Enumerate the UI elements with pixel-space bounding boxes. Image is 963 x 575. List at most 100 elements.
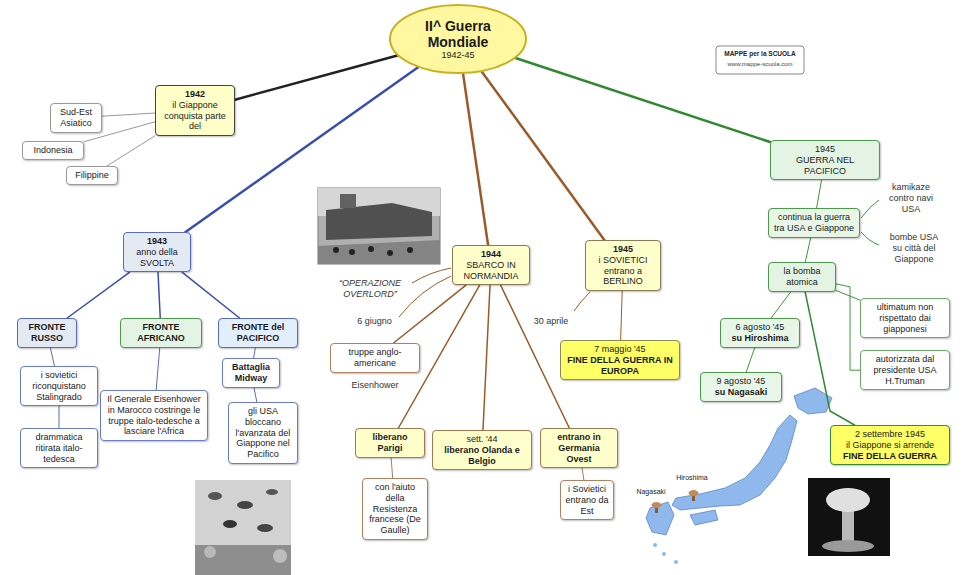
- connector: [391, 458, 393, 478]
- parachute: [208, 492, 222, 500]
- concept-box: 1943anno della SVOLTA: [123, 232, 191, 272]
- concept-box: truppe anglo-americane: [330, 343, 420, 373]
- soldier: [333, 247, 339, 253]
- island: [646, 502, 674, 535]
- concept-box: 1944SBARCO IN NORMANDIA: [452, 245, 530, 285]
- photo-frame: [318, 188, 440, 264]
- concept-box: 1945i SOVIETICI entrano a BERLINO: [585, 240, 661, 291]
- node-text: anno della SVOLTA: [128, 247, 186, 269]
- connector: [107, 136, 155, 166]
- node-text: liberano Olanda e Belgio: [437, 445, 527, 467]
- island: [674, 560, 678, 564]
- concept-box: la bomba atomica: [768, 262, 836, 292]
- connector: [156, 348, 160, 390]
- concept-box: FRONTE del PACIFICO: [218, 318, 298, 348]
- beach: [318, 240, 440, 264]
- node-text: 9 agosto '45: [705, 376, 777, 387]
- concept-box: Battaglia Midway: [222, 358, 280, 388]
- concept-box: con l'aiuto della Resistenza francese (D…: [362, 478, 428, 540]
- note-label: kamikaze contro navi USA: [884, 182, 938, 214]
- concept-box: entrano in Germania Ovest: [540, 428, 618, 468]
- leader-line: [412, 268, 451, 283]
- cloud-base: [822, 540, 874, 552]
- soldier: [407, 247, 413, 253]
- note-label: “OPERAZIONE OVERLORD”: [330, 278, 410, 300]
- node-text: Sud-Est Asiatico: [55, 107, 97, 129]
- connector: [771, 292, 791, 318]
- landing-craft: [326, 203, 432, 240]
- node-text: 1942: [160, 89, 230, 100]
- concept-box: sett. '44liberano Olanda e Belgio: [432, 430, 532, 470]
- connector: [515, 58, 770, 142]
- connector: [805, 238, 810, 262]
- connector: [67, 272, 129, 318]
- node-text: Il Generale Eisenhower in Marocco costri…: [105, 394, 203, 437]
- concept-box: liberano Parigi: [355, 428, 425, 458]
- concept-box: 7 maggio '45FINE DELLA GUERRA IN EUROPA: [560, 340, 680, 380]
- connector: [836, 290, 860, 300]
- note-label: bombe USA su città del Giappone: [884, 232, 944, 264]
- note-label: Nagasaki: [632, 488, 670, 496]
- leader-line: [399, 276, 451, 317]
- node-text: continua la guerra tra USA e Giappone: [773, 212, 855, 234]
- cloud-cap: [826, 488, 870, 512]
- parachute: [237, 501, 253, 509]
- connector: [621, 291, 623, 340]
- concept-box: Sud-Est Asiatico: [50, 103, 102, 133]
- parachute: [257, 524, 273, 532]
- marker-cap: [652, 502, 662, 508]
- connector: [254, 348, 256, 358]
- island: [653, 543, 657, 547]
- connector: [59, 406, 60, 428]
- concept-box: Filippine: [66, 166, 118, 185]
- soldier: [368, 246, 374, 252]
- note-label: Hiroshima: [672, 474, 712, 482]
- bomb-marker: [652, 502, 662, 513]
- node-text: FINE DELLA GUERRA: [835, 451, 945, 462]
- parachute: [266, 489, 278, 495]
- node-text: i Sovietici entrano da Est: [565, 484, 609, 516]
- concept-box: Indonesia: [22, 141, 84, 160]
- node-text: 6 agosto '45: [725, 322, 795, 333]
- node-text: entrano in Germania Ovest: [545, 432, 613, 464]
- concept-box: FRONTE RUSSO: [17, 318, 77, 348]
- concept-box: FRONTE AFRICANO: [120, 318, 202, 348]
- node-text: il Giappone si arrende: [835, 440, 945, 451]
- node-text: su Hiroshima: [725, 333, 795, 344]
- note-label: MAPPE per la SCUOLA: [716, 50, 804, 58]
- connector: [394, 285, 466, 343]
- node-text: 2 settembre 1945: [835, 429, 945, 440]
- smoke: [204, 546, 216, 558]
- mushroom-cloud-photo: [808, 478, 890, 556]
- connector: [481, 71, 604, 240]
- connector: [463, 73, 488, 245]
- connector: [235, 55, 398, 99]
- connector: [158, 272, 160, 318]
- node-text: II^ Guerra Mondiale: [398, 18, 518, 50]
- concept-box: Il Generale Eisenhower in Marocco costri…: [100, 390, 208, 441]
- note-label: 30 aprile: [530, 316, 572, 327]
- note-label: 6 giugno: [352, 316, 397, 327]
- concept-box: i sovietici riconquistano Stalingrado: [20, 366, 98, 406]
- node-text: 1945: [590, 244, 656, 255]
- node-text: drammatica ritirata italo-tedesca: [25, 432, 93, 464]
- paratroop-photo: [195, 480, 291, 575]
- node-text: gli USA bloccano l'avanzata del Giappone…: [233, 406, 293, 460]
- concept-box: autorizzata dal presidente USA H.Truman: [860, 350, 950, 390]
- ellipse-shape: [390, 5, 526, 73]
- node-text: i SOVIETICI entrano a BERLINO: [590, 255, 656, 287]
- topic-ellipse: II^ Guerra Mondiale1942-45: [388, 3, 528, 75]
- badge-frame: [716, 46, 804, 74]
- smoke: [273, 549, 287, 563]
- leader-line: [861, 200, 879, 218]
- note-label: www.mappe-scuola.com: [716, 61, 804, 68]
- node-text: FRONTE del PACIFICO: [223, 322, 293, 344]
- node-text: il Giappone conquista parte del: [160, 100, 230, 132]
- node-text: truppe anglo-americane: [335, 347, 415, 369]
- node-text: FINE DELLA GUERRA IN EUROPA: [565, 355, 675, 377]
- concept-box: ultimatum non rispettato dai giapponesi: [860, 298, 950, 338]
- concept-box: 1945GUERRA NEL PACIFICO: [770, 140, 880, 180]
